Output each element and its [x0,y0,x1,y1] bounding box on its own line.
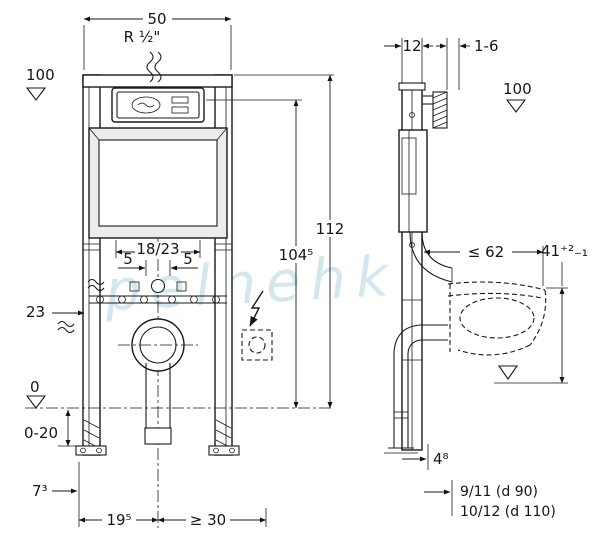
flush-plate [111,87,205,123]
dim-d90-label: 9/11 (d 90) [460,484,538,500]
optional-outlet-box [241,329,273,361]
dim-cistern-18-23: 18/23 [115,240,201,258]
floor-level-marker [494,365,568,384]
water-supply-assembly [57,278,227,334]
level-0-label: 0 [30,378,40,396]
level-marker-100-side: 100 [503,80,532,113]
drain-diameter-notes: 9/11 (d 90) 10/12 (d 110) [424,480,556,520]
dim-5-left-label: 5 [123,250,133,268]
dim-12-label: 12 [402,37,421,55]
dim-finish-1-6: 1-6 [436,37,499,90]
flow-wave-icon [87,278,105,292]
dim-18-23-label: 18/23 [136,240,179,258]
level-triangle-icon [25,87,47,101]
level-triangle-icon [505,99,527,113]
dim-48-label: 4⁸ [433,450,449,468]
dim-195-label: 19⁵ [106,511,131,529]
dim-bowl-depth: ≤ 62 [423,243,544,286]
drain-collar [118,318,198,445]
dim-ge30-label: ≥ 30 [190,511,226,529]
dim-foot-range: 0-20 [24,409,80,447]
dim-73-label: 7³ [32,482,48,500]
dim-le62-label: ≤ 62 [468,243,504,261]
dim-41-label: 41⁺²₋₁ [541,242,588,260]
dim-5-right-label: 5 [183,250,193,268]
cistern-profile [398,129,428,233]
wc-bowl-outline [447,281,547,356]
dim-0-20-label: 0-20 [24,424,58,442]
dim-1045-label: 104⁵ [279,246,314,264]
level-triangle-icon [25,395,47,409]
mounting-frame [75,74,240,456]
flush-pipe [409,231,453,283]
flow-wave-icon [57,320,75,334]
level-marker-100-front: 100 [25,66,55,101]
dim-1-6-label: 1-6 [474,37,499,55]
dim-pipe-offset: 4⁸ [402,444,449,470]
dim-d110-label: 10/12 (d 110) [460,504,556,520]
dim-23-label: 23 [26,303,45,321]
front-view: 50 R ½" 100 18/23 5 5 23 [24,10,348,529]
side-view: 12 1-6 100 ≤ 62 41⁺²₋₁ [384,37,588,520]
dim-112-label: 112 [316,220,345,238]
dim-width-50: 50 [83,10,232,70]
water-connection-label: R ½" [124,28,161,46]
dim-outlet-offset: 19⁵ [78,511,159,529]
dim-height-actuation: 104⁵ [206,99,317,409]
level-100-label: 100 [26,66,55,84]
water-supply-icon [146,51,162,83]
dim-depth-12: 12 [384,37,433,84]
dim-rail-23: 23 [26,303,85,321]
dim-50-label: 50 [147,10,166,28]
concealed-cistern [88,127,228,239]
drain-pipe [384,324,448,454]
dim-height-total: 112 [234,74,348,409]
level-100-side-label: 100 [503,80,532,98]
dim-foot-offset: 7³ [32,462,80,527]
dim-offsets-5: 5 5 [118,250,198,276]
lightning-icon [249,290,264,327]
dim-bowl-height: 41⁺²₋₁ [541,242,588,384]
dim-clearance: ≥ 30 [157,508,267,529]
level-triangle-icon [497,365,519,380]
level-marker-0: 0 [25,378,47,409]
